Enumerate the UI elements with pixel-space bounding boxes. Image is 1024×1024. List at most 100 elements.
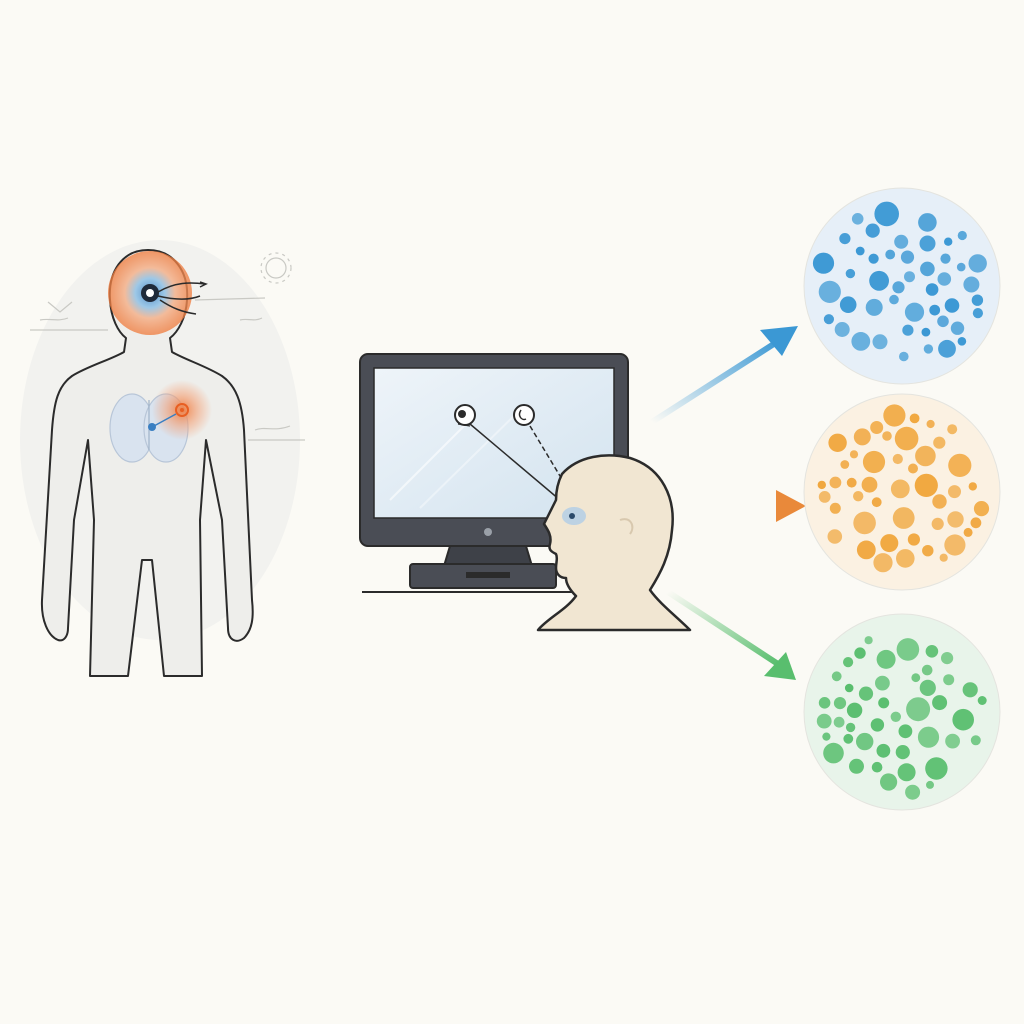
cluster-dot <box>921 664 933 676</box>
cluster-dot <box>940 253 951 264</box>
cluster-dot <box>829 502 841 514</box>
cluster-dot <box>957 230 967 241</box>
cluster-dot <box>851 332 871 351</box>
cluster-dot <box>856 540 876 560</box>
cluster-dot <box>972 308 984 319</box>
cluster-dot <box>948 453 972 477</box>
cluster-dot <box>853 491 864 502</box>
output-arrows <box>649 326 806 680</box>
cluster-dot <box>839 296 857 314</box>
cluster-dot <box>931 517 944 531</box>
cluster-dot <box>957 337 967 346</box>
cluster-dot <box>870 421 884 434</box>
cluster-dot <box>862 450 886 474</box>
cluster-dot <box>944 237 953 246</box>
cluster-dot <box>919 235 936 252</box>
cluster-dot <box>892 507 915 529</box>
cluster-dot <box>874 201 899 227</box>
cluster-dot <box>915 445 936 467</box>
cluster-dot <box>908 463 918 474</box>
cluster-dot <box>883 404 906 427</box>
cluster-dot <box>872 334 888 350</box>
cluster-dot <box>858 686 874 701</box>
cluster-dot <box>911 673 921 683</box>
cluster-dot <box>963 527 973 537</box>
cluster-dot <box>840 460 850 469</box>
cluster-dot <box>963 276 980 293</box>
chest-link-line <box>153 413 177 427</box>
cluster-dot <box>823 742 844 764</box>
cluster-dot <box>970 735 981 746</box>
cluster-dot <box>864 636 873 645</box>
cluster-dot <box>926 419 935 429</box>
cluster-dot <box>854 647 866 659</box>
cluster-dot <box>894 426 919 451</box>
gaze-target-right-icon <box>513 404 535 426</box>
cluster-dot <box>926 780 934 789</box>
cluster-dot <box>920 261 935 277</box>
cluster-dot <box>941 652 954 665</box>
cluster-dot <box>904 302 925 322</box>
cluster-dot <box>861 476 878 493</box>
cluster-dot <box>873 553 893 573</box>
cluster-dot <box>822 732 831 741</box>
cluster-dot <box>845 722 856 733</box>
cluster-dot <box>844 683 854 693</box>
cluster-dot <box>900 250 915 264</box>
cluster-dot <box>943 674 955 686</box>
cluster-dot <box>827 529 843 544</box>
cluster-dot <box>907 533 921 546</box>
cluster-dot <box>973 501 990 517</box>
blue-dot-cluster-icon <box>803 187 1001 385</box>
cluster-dot <box>898 724 913 739</box>
cluster-dot <box>932 494 947 509</box>
cluster-dot <box>890 711 901 722</box>
cluster-dot <box>905 784 921 800</box>
cluster-dot <box>925 645 939 658</box>
cluster-dot <box>894 234 909 249</box>
cluster-dot <box>856 732 874 751</box>
green-dot-cluster-icon <box>803 613 1001 811</box>
cluster-dot <box>818 697 831 709</box>
cluster-dot <box>948 485 961 499</box>
cluster-dot <box>855 246 865 256</box>
cluster-dot <box>876 649 896 669</box>
cluster-dot <box>944 298 960 313</box>
cluster-dot <box>833 716 845 728</box>
cluster-dot <box>977 696 987 705</box>
cluster-dot <box>950 321 965 335</box>
cluster-dot <box>937 272 952 286</box>
cluster-dot <box>853 428 871 446</box>
output-clusters <box>803 187 1001 811</box>
cluster-dot <box>897 763 916 782</box>
cluster-dot <box>849 450 859 459</box>
cluster-dot <box>853 511 876 535</box>
cluster-dot <box>823 314 835 325</box>
cluster-dot <box>846 477 857 488</box>
cluster-dot <box>843 733 854 744</box>
cluster-dot <box>845 268 856 279</box>
cluster-dot <box>846 702 863 718</box>
cluster-dot <box>869 270 889 291</box>
cluster-dot <box>896 638 920 661</box>
cluster-dot <box>812 252 835 274</box>
cluster-dot <box>917 726 940 748</box>
cluster-dot <box>906 697 931 722</box>
cluster-dot <box>968 482 977 491</box>
cluster-dot <box>851 213 864 225</box>
cluster-dot <box>871 761 883 773</box>
cluster-dot <box>902 324 914 336</box>
cluster-dot <box>833 697 847 710</box>
cluster-dot <box>818 491 831 503</box>
cluster-dot <box>947 424 958 435</box>
cluster-dot <box>962 682 978 698</box>
cluster-dot <box>817 480 826 490</box>
cluster-dot <box>925 283 939 296</box>
cluster-dot <box>919 679 936 697</box>
viewer-head-icon <box>536 454 692 632</box>
cluster-dot <box>828 433 847 452</box>
arrow-to-green-icon <box>665 589 796 680</box>
arrow-to-orange-icon <box>683 490 806 522</box>
cluster-dot <box>865 298 883 316</box>
